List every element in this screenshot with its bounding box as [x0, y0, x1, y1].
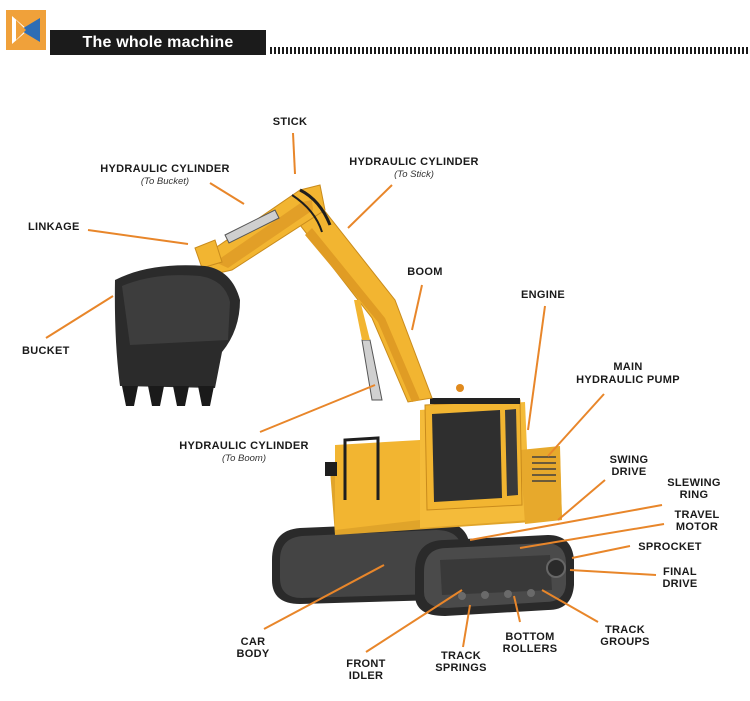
label-main-pump-2: HYDRAULIC PUMP — [576, 374, 680, 386]
label-hydraulic-cylinder-bucket: HYDRAULIC CYLINDER — [100, 163, 229, 175]
label-track-springs-1: TRACK — [441, 650, 481, 662]
excavator-illustration — [114, 184, 574, 616]
label-bucket: BUCKET — [22, 345, 70, 357]
boom — [299, 204, 433, 403]
label-slewing-ring-2: RING — [680, 489, 709, 501]
label-bottom-rollers-1: BOTTOM — [505, 631, 554, 643]
label-travel-motor-2: MOTOR — [676, 521, 718, 533]
label-track-springs-2: SPRINGS — [435, 662, 487, 674]
label-swing-drive-2: DRIVE — [611, 466, 646, 478]
label-hydraulic-cylinder-stick-sub: (To Stick) — [394, 169, 434, 180]
label-track-groups-2: GROUPS — [600, 636, 649, 648]
label-hydraulic-cylinder-boom-sub: (To Boom) — [222, 453, 266, 464]
label-car-body-1: CAR — [241, 636, 266, 648]
label-final-drive-1: FINAL — [663, 566, 697, 578]
bucket — [114, 265, 240, 406]
brand-logo-icon — [6, 10, 46, 50]
page-title: The whole machine diagram — [50, 30, 266, 76]
header-divider — [270, 47, 748, 54]
leader-lines — [45, 132, 665, 653]
label-bottom-rollers-2: ROLLERS — [503, 643, 558, 655]
label-hydraulic-cylinder-boom: HYDRAULIC CYLINDER — [179, 440, 308, 452]
label-hydraulic-cylinder-stick: HYDRAULIC CYLINDER — [349, 156, 478, 168]
label-linkage: LINKAGE — [28, 221, 80, 233]
label-sprocket: SPROCKET — [638, 541, 702, 553]
label-boom: BOOM — [407, 266, 442, 278]
label-front-idler-2: IDLER — [349, 670, 384, 682]
label-front-idler-1: FRONT — [346, 658, 385, 670]
label-main-pump-1: MAIN — [613, 361, 642, 373]
part-labels: STICK HYDRAULIC CYLINDER (To Bucket) HYD… — [22, 116, 720, 682]
header: The whole machine diagram — [0, 0, 750, 76]
label-final-drive-2: DRIVE — [662, 578, 697, 590]
label-track-groups-1: TRACK — [605, 624, 645, 636]
label-travel-motor-1: TRAVEL — [675, 509, 720, 521]
label-stick: STICK — [273, 116, 308, 128]
label-slewing-ring-1: SLEWING — [667, 477, 720, 489]
label-engine: ENGINE — [521, 289, 565, 301]
label-car-body-2: BODY — [237, 648, 270, 660]
label-swing-drive-1: SWING — [610, 454, 649, 466]
label-hydraulic-cylinder-bucket-sub: (To Bucket) — [141, 176, 189, 187]
